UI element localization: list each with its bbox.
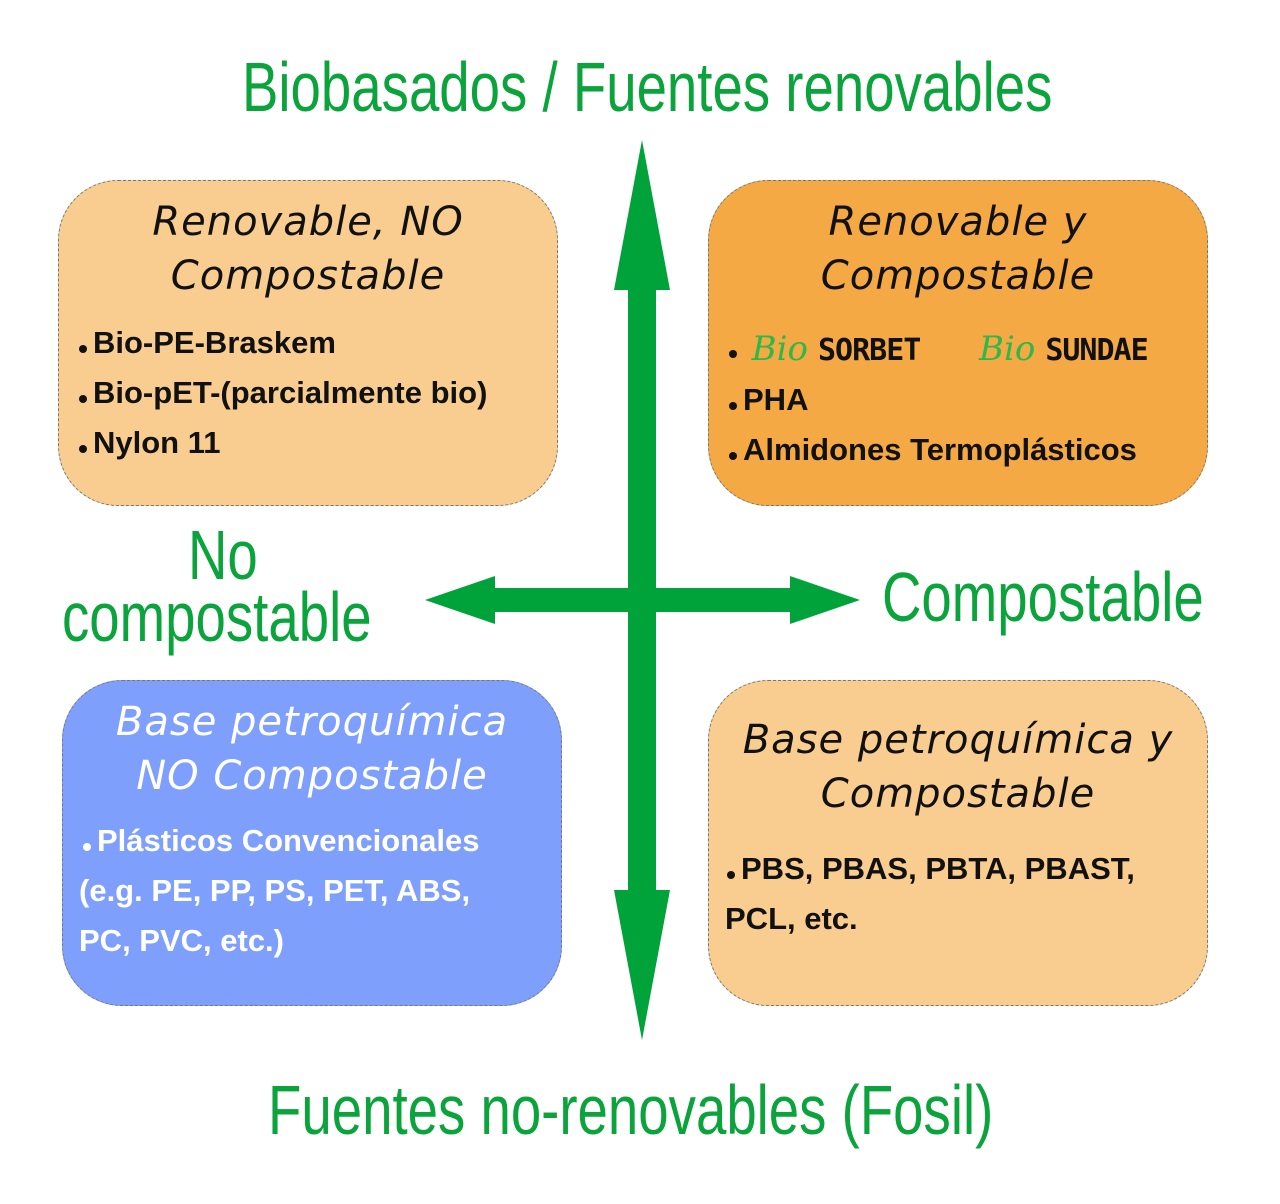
quadrant-title: Renovable, NO Compostable [59,195,557,303]
item-text: PBS, PBAS, PBTA, PBAST, [741,851,1135,886]
bio-leaf-logo: Bio [978,328,1036,369]
quadrant-title: Renovable y Compostable [709,195,1207,303]
list-item: Bio-PE-Braskem [79,318,336,368]
brand-name: SUNDAE [1045,332,1148,368]
item-text-continued: (e.g. PE, PP, PS, PET, ABS, [79,873,471,908]
axis-label-bottom: Fuentes no-renovables (Fosil) [268,1071,994,1149]
title-line: Base petroquímica y [742,717,1174,763]
title-line: NO Compostable [136,753,488,799]
list-item: PHA [729,375,808,425]
bullet-icon [79,444,87,453]
bullet-icon [729,451,737,460]
list-item: Plásticos Convencionales [83,816,479,866]
axis-label-left-2: compostable [62,578,372,656]
list-item: PBS, PBAS, PBTA, PBAST, [727,844,1135,894]
bullet-icon [83,842,91,851]
quadrant-petroquimica-no-compostable: Base petroquímica NO Compostable Plástic… [62,680,562,1006]
brand-name: SORBET [817,332,921,368]
axis-label-right: Compostable [882,558,1204,636]
list-item: Nylon 11 [79,418,221,468]
bio-leaf-logo: Bio [751,328,808,369]
quadrant-petroquimica-compostable: Base petroquímica y Compostable PBS, PBA… [708,680,1208,1006]
item-text-continued: PC, PVC, etc.) [79,923,284,958]
bullet-icon [727,870,735,879]
item-text: Almidones Termoplásticos [743,432,1137,467]
quadrant-title: Base petroquímica y Compostable [709,713,1207,821]
item-text: Bio-PE-Braskem [93,325,336,360]
item-text: PHA [743,382,809,417]
title-line: Renovable y [828,199,1088,245]
bullet-icon [79,394,87,403]
axis-label-left-1: No [188,516,258,594]
list-item: Almidones Termoplásticos [729,425,1137,475]
quadrant-renovable-no-compostable: Renovable, NO Compostable Bio-PE-Braskem… [58,180,558,506]
bullet-icon [729,349,737,358]
title-line: Compostable [820,253,1096,299]
quadrant-title: Base petroquímica NO Compostable [63,695,561,803]
title-line: Renovable, NO [152,199,464,245]
title-line: Compostable [170,253,446,299]
title-line: Compostable [820,771,1096,817]
axis-label-top: Biobasados / Fuentes renovables [242,48,1053,126]
item-text: Nylon 11 [93,425,221,460]
item-text: Plásticos Convencionales [97,823,480,858]
horizontal-arrow [425,576,860,624]
bullet-icon [729,401,737,410]
list-item: Bio-pET-(parcialmente bio) [79,368,487,418]
title-line: Base petroquímica [115,699,509,745]
bullet-icon [79,344,87,353]
item-text: Bio-pET-(parcialmente bio) [93,375,488,410]
item-text-continued: PCL, etc. [725,901,858,936]
